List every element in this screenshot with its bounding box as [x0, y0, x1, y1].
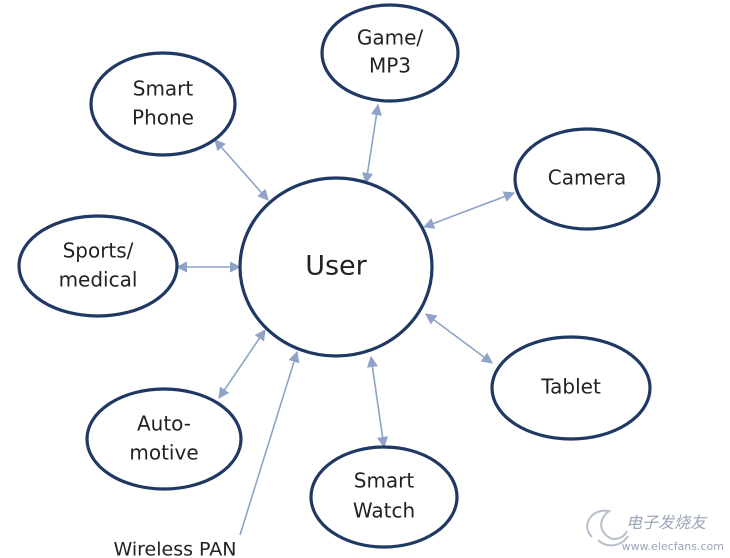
wireless-pan-label: Wireless PAN: [114, 539, 237, 558]
node-smart-watch: Smart Watch: [309, 445, 459, 549]
watermark-logo-arc-icon: [597, 535, 629, 547]
connector-game-mp3: [361, 103, 383, 185]
node-automotive: Auto- motive: [85, 387, 243, 491]
connector-automotive: [218, 329, 266, 399]
node-game-mp3-label-line1: Game/: [357, 26, 424, 50]
connector-tablet: [425, 313, 493, 364]
node-camera-ellipse: [513, 127, 661, 231]
node-camera: Camera: [513, 127, 661, 231]
connector-smart-watch: [366, 355, 389, 449]
node-automotive-label-line1: Auto-: [137, 412, 191, 436]
node-smart-phone-label-line2: Phone: [132, 106, 194, 130]
node-user-label: User: [305, 251, 367, 282]
connectors: [175, 103, 516, 536]
node-camera-label: Camera: [548, 166, 627, 190]
node-sports-medical-label-line1: Sports/: [63, 239, 134, 263]
node-smart-phone-label-line1: Smart: [133, 77, 194, 101]
node-tablet-ellipse: [490, 335, 652, 441]
node-automotive-label-line2: motive: [129, 441, 198, 465]
node-user: User: [238, 176, 434, 358]
connector-camera: [422, 191, 516, 229]
node-smart-phone: Smart Phone: [89, 51, 237, 157]
connector-smart-phone: [214, 139, 269, 201]
node-tablet: Tablet: [490, 335, 652, 441]
node-smart-watch-label-line2: Watch: [353, 499, 415, 523]
node-sports-medical-ellipse: [17, 214, 179, 318]
node-game-mp3: Game/ MP3: [320, 3, 460, 103]
watermark-logo-icon: [586, 509, 628, 540]
watermark: 电子发烧友 www.elecfans.com: [586, 509, 724, 553]
node-smart-phone-ellipse: [89, 51, 237, 157]
watermark-logo-text: 电子发烧友: [626, 513, 708, 532]
node-sports-medical: Sports/ medical: [17, 214, 179, 318]
node-automotive-ellipse: [85, 387, 243, 491]
node-tablet-label: Tablet: [540, 375, 601, 399]
node-game-mp3-label-line2: MP3: [369, 54, 411, 78]
node-game-mp3-ellipse: [320, 3, 460, 103]
node-sports-medical-label-line2: medical: [59, 268, 138, 292]
node-smart-watch-ellipse: [309, 445, 459, 549]
node-smart-watch-label-line1: Smart: [354, 469, 415, 493]
connector-wireless-pan: [239, 350, 300, 536]
node-user-ellipse: [238, 176, 434, 358]
watermark-url: www.elecfans.com: [622, 540, 724, 553]
